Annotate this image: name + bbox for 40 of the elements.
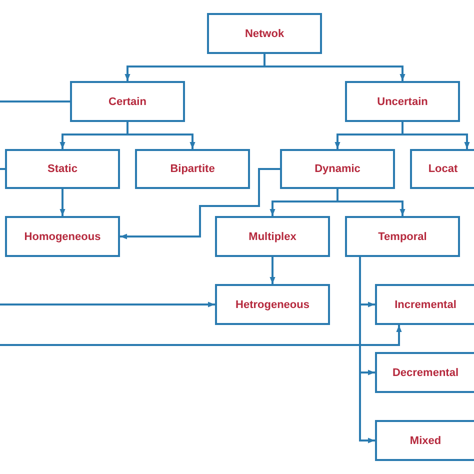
node-label: Multiplex xyxy=(248,230,296,242)
node-label: Certain xyxy=(108,96,146,108)
arrow xyxy=(264,54,406,81)
arrow xyxy=(336,189,406,216)
node-label: Decremental xyxy=(392,366,459,378)
node-label: Dynamic xyxy=(314,163,360,175)
arrow xyxy=(359,257,375,444)
process-box xyxy=(375,352,474,393)
process-box xyxy=(375,284,474,325)
node-label: Static xyxy=(48,163,78,175)
connector-line xyxy=(0,100,70,102)
process-box xyxy=(280,149,395,189)
process-box xyxy=(5,149,120,189)
connector-line xyxy=(0,168,5,170)
process-box xyxy=(5,216,120,257)
process-box xyxy=(207,13,322,54)
node-label: Mixed xyxy=(410,434,442,446)
node-label: Temporal xyxy=(378,230,427,242)
process-box xyxy=(345,216,460,257)
process-box xyxy=(410,149,474,189)
node-label: Netwok xyxy=(244,28,284,40)
process-box xyxy=(375,420,474,461)
process-box xyxy=(345,81,460,122)
arrow xyxy=(0,325,402,346)
arrow xyxy=(402,122,470,149)
process-box xyxy=(215,284,330,325)
node-label: Incremental xyxy=(394,298,456,310)
process-box xyxy=(135,149,250,189)
node-label: Uncertain xyxy=(377,96,428,108)
node-label: Locat xyxy=(428,163,458,175)
arrow xyxy=(120,168,280,240)
process-box xyxy=(215,216,330,257)
process-box xyxy=(70,81,185,122)
arrow xyxy=(270,257,276,284)
node-label: Hetrogeneous xyxy=(236,298,310,310)
node-label: Homogeneous xyxy=(24,230,101,242)
arrow xyxy=(0,302,215,308)
arrow xyxy=(126,122,196,149)
node-label: Bipartite xyxy=(170,163,215,175)
arrow xyxy=(60,189,66,216)
